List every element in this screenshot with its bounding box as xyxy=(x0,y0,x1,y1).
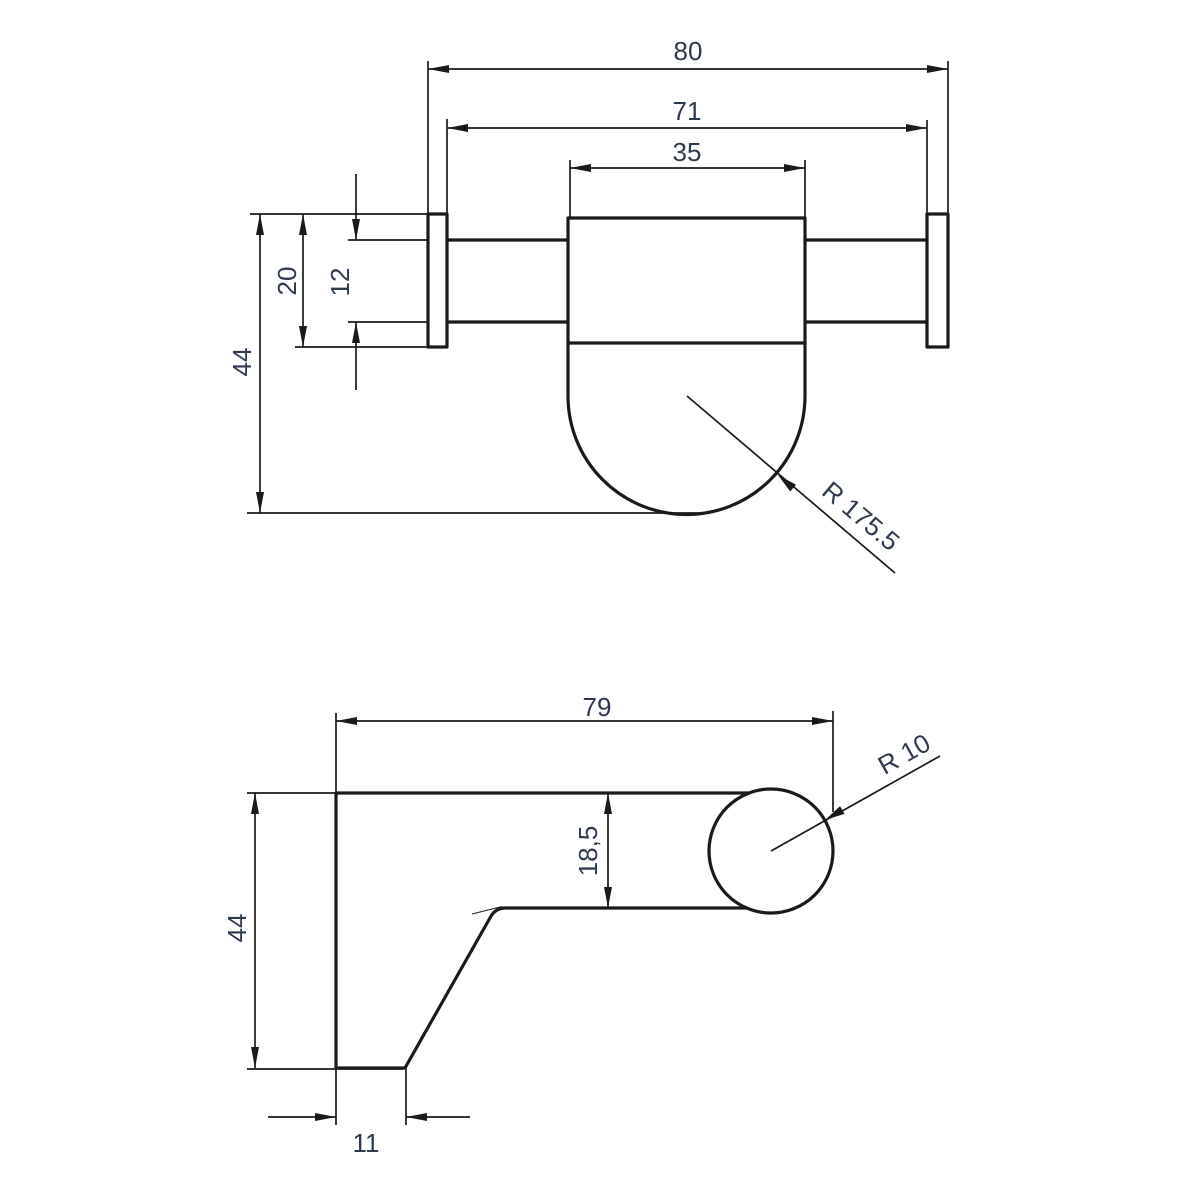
dim-rod-height: 12 xyxy=(325,174,428,390)
right-end-plate xyxy=(925,212,950,349)
dim-length: 79 xyxy=(336,692,834,812)
dim-label-overall-width-front: 80 xyxy=(674,36,703,66)
radius-callout-body: R 175.5 xyxy=(686,395,906,574)
dim-label-overall-height-side: 44 xyxy=(222,914,252,943)
hook-tip-circle xyxy=(707,787,835,915)
dim-label-tip-radius: R 10 xyxy=(873,727,936,780)
dim-inner-width: 71 xyxy=(446,96,928,214)
dim-plate-height: 20 xyxy=(272,214,447,348)
front-view: 80 71 35 44 20 xyxy=(227,36,950,574)
corner-tangent-edge xyxy=(471,906,503,915)
left-end-plate xyxy=(426,212,449,349)
dim-label-arm-thickness: 18,5 xyxy=(573,826,603,877)
dim-label-inner-width: 71 xyxy=(673,96,702,126)
rod-lines xyxy=(447,238,927,324)
dim-label-length: 79 xyxy=(583,692,612,722)
dim-label-body-width: 35 xyxy=(673,137,702,167)
center-body xyxy=(566,216,807,517)
dim-label-rod-height: 12 xyxy=(325,268,355,297)
slant-and-base xyxy=(336,906,506,1070)
side-view-outline xyxy=(334,713,835,1125)
dim-overall-width: 80 xyxy=(427,36,949,214)
dim-body-width: 35 xyxy=(569,137,806,218)
dim-base-width: 11 xyxy=(268,1068,470,1158)
dim-label-plate-height: 20 xyxy=(272,267,302,296)
dim-label-base-width: 11 xyxy=(353,1128,380,1158)
dim-label-overall-height-front: 44 xyxy=(227,348,257,377)
radius-callout-tip: R 10 xyxy=(770,727,941,852)
dim-overall-height-front: 44 xyxy=(227,213,710,514)
front-view-outline xyxy=(426,212,950,517)
side-view: 79 44 18,5 11 R 10 xyxy=(222,692,941,1158)
dim-arm-thickness: 18,5 xyxy=(573,793,612,908)
dim-overall-height-side: 44 xyxy=(222,792,403,1070)
